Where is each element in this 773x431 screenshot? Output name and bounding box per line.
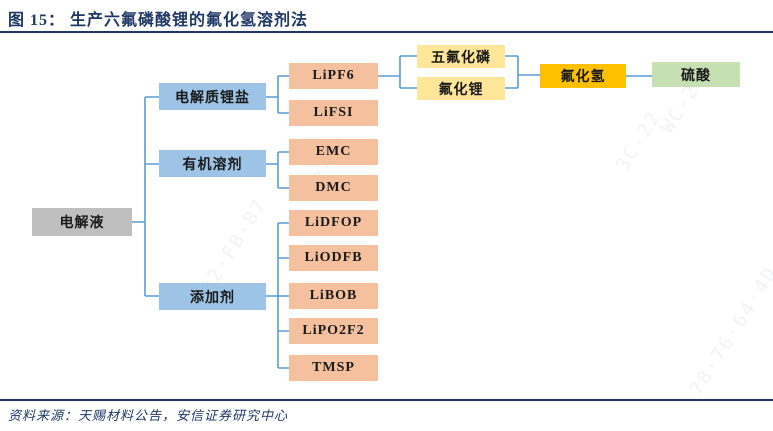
source-divider — [0, 399, 773, 401]
node-lidfop: LiDFOP — [289, 210, 378, 236]
node-phosphorus-pentafluoride: 五氟化磷 — [417, 45, 505, 68]
node-liodfb: LiODFB — [289, 245, 378, 271]
node-lipf6: LiPF6 — [289, 63, 378, 89]
node-emc: EMC — [289, 139, 378, 165]
node-sulfuric-acid: 硫酸 — [652, 62, 740, 87]
node-lithium-salts: 电解质锂盐 — [159, 83, 266, 110]
node-additives: 添加剂 — [159, 283, 266, 310]
node-tmsp: TMSP — [289, 355, 378, 381]
node-hydrogen-fluoride: 氟化氢 — [540, 64, 626, 88]
node-lifsi: LiFSI — [289, 100, 378, 126]
figure-source: 资料来源：天赐材料公告，安信证券研究中心 — [8, 408, 289, 423]
node-lithium-fluoride: 氟化锂 — [417, 77, 505, 100]
node-organic-solvents: 有机溶剂 — [159, 150, 266, 177]
figure-title: 图 15： 生产六氟磷酸锂的氟化氢溶剂法 — [8, 12, 309, 29]
node-dmc: DMC — [289, 175, 378, 201]
node-libob: LiBOB — [289, 283, 378, 309]
title-divider — [0, 31, 773, 33]
node-lipo2f2: LiPO2F2 — [289, 318, 378, 344]
node-electrolyte: 电解液 — [32, 208, 132, 236]
